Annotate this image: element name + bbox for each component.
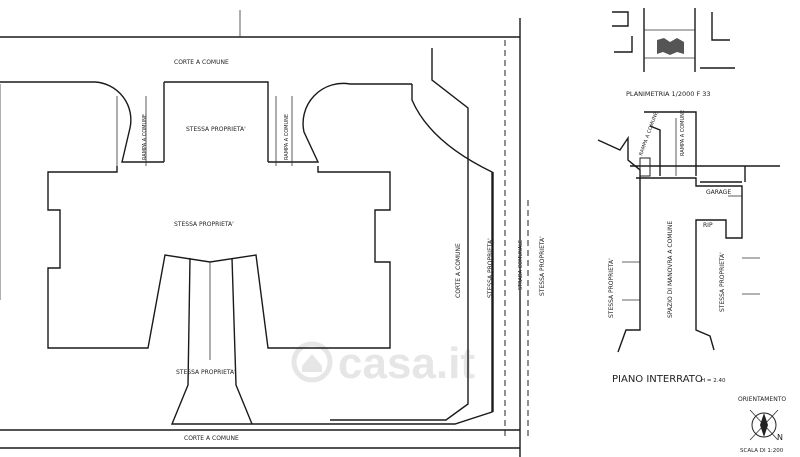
basement-label-proprieta-left: STESSA PROPRIETA' bbox=[608, 258, 615, 318]
north-arrow-icon bbox=[749, 409, 779, 441]
label-proprieta-right: STESSA PROPRIETA' bbox=[487, 238, 494, 298]
key-plan-caption: PLANIMETRIA 1/2000 F 33 bbox=[626, 90, 711, 98]
basement-plan: RAMPA A COMUNE RAMPA A COMUNE GARAGE RIP… bbox=[597, 110, 780, 385]
label-proprieta-bottom: STESSA PROPRIETA' bbox=[176, 369, 236, 376]
key-plan: PLANIMETRIA 1/2000 F 33 bbox=[612, 8, 735, 98]
watermark-text: casa.it bbox=[338, 339, 475, 388]
basement-title: PIANO INTERRATO bbox=[612, 374, 703, 385]
label-proprieta-top: STESSA PROPRIETA' bbox=[186, 126, 246, 133]
orientation-label: ORIENTAMENTO bbox=[738, 396, 786, 403]
watermark: casa.it bbox=[291, 339, 475, 388]
label-strada-comunale: STRADA COMUNALE bbox=[518, 240, 524, 290]
label-corte-bottom: CORTE A COMUNE bbox=[184, 435, 239, 442]
scale-label: SCALA DI 1:200 bbox=[740, 448, 784, 454]
label-rampa-left: RAMPA A COMUNE bbox=[142, 114, 148, 160]
main-site-plan: CORTE A COMUNE STESSA PROPRIETA' STESSA … bbox=[0, 10, 546, 457]
basement-label-garage: GARAGE bbox=[706, 189, 731, 196]
label-proprieta-center: STESSA PROPRIETA' bbox=[174, 221, 234, 228]
basement-height: H = 2.40 bbox=[701, 378, 726, 384]
orientation-block: ORIENTAMENTO N SCALA DI 1:200 bbox=[738, 396, 786, 454]
basement-label-spazio: SPAZIO DI MANOVRA A COMUNE bbox=[667, 221, 674, 318]
label-corte-right: CORTE A COMUNE bbox=[455, 243, 462, 298]
label-rampa-right: RAMPA A COMUNE bbox=[284, 114, 290, 160]
basement-label-rip: RIP bbox=[703, 222, 713, 229]
label-corte-top: CORTE A COMUNE bbox=[174, 59, 229, 66]
north-label: N bbox=[777, 433, 783, 442]
basement-label-rampa-top: RAMPA A COMUNE bbox=[638, 111, 659, 156]
basement-label-proprieta-right: STESSA PROPRIETA' bbox=[719, 252, 726, 312]
label-proprieta-far-right: STESSA PROPRIETA' bbox=[539, 236, 546, 296]
basement-label-rampa-right: RAMPA A COMUNE bbox=[680, 110, 686, 156]
